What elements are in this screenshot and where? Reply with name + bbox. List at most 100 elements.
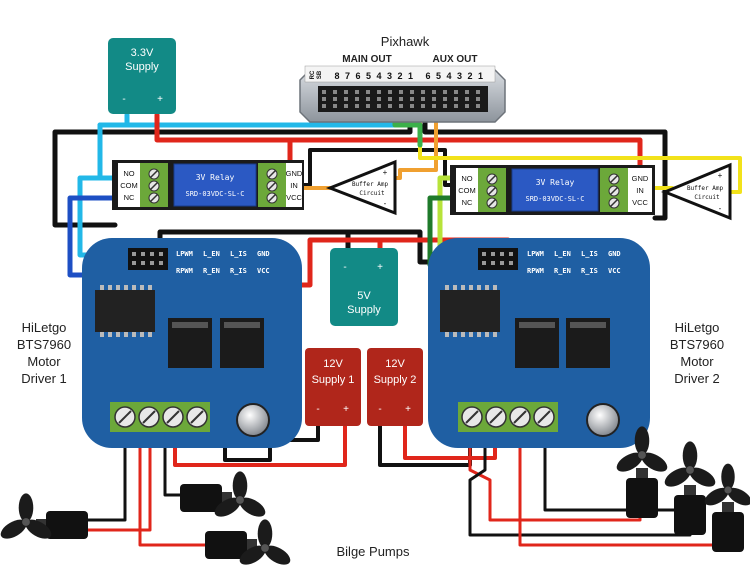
capacitor-icon [586,403,620,437]
header-pin [432,104,436,108]
relay-1-nc: NC [124,193,135,202]
supply-12v-1-line2: Supply 1 [312,374,355,386]
relay-2-in: IN [636,186,644,195]
header-pin [344,97,348,101]
header-pin [366,97,370,101]
driver-pin-label: R_IS [230,267,247,275]
header-pin [141,252,145,256]
header-pin [132,252,136,256]
driver-1-label-line4: Driver 1 [21,371,67,386]
relay-1-title: 3V Relay [196,173,235,182]
header-pin [500,252,504,256]
supply-12v-2-minus: - [378,404,381,415]
screw-terminal-icon [266,168,278,180]
screw-terminal-icon [486,197,498,209]
driver-pin-label: R_EN [554,267,571,275]
pump-icon [205,531,257,559]
wire-black-5v [157,229,351,257]
pump-icon [674,485,706,535]
header-pin [388,104,392,108]
driver-2-label: HiLetgo BTS7960 Motor Driver 2 [670,320,724,386]
capacitor-icon [236,403,270,437]
pixhawk-title: Pixhawk [381,34,430,49]
header-pin [432,90,436,94]
relay-1-body [173,163,257,207]
wire-pump-l4 [138,428,207,547]
aux-pin-label: 5 [436,71,441,81]
buffer-1-line2: Circuit [359,190,385,197]
header-pin [377,97,381,101]
header-pin [355,90,359,94]
propeller-icon [616,426,668,472]
driver-1-label-line1: HiLetgo [22,320,67,335]
relay-2-nc: NC [462,198,473,207]
header-pin [421,90,425,94]
header-pin [454,97,458,101]
screw-terminal-icon [608,197,620,209]
header-pin [388,90,392,94]
aux-pin-label: 1 [478,71,483,81]
screw-terminal-icon [461,406,483,428]
header-pin [399,104,403,108]
supply-5v-line1: 5V [357,290,371,302]
header-pin [476,104,480,108]
screw-terminal-icon [533,406,555,428]
header-pin [465,97,469,101]
buffer-1-plus: + [383,168,388,177]
header-pin [344,90,348,94]
header-pin [476,90,480,94]
header-pin [500,261,504,265]
header-pin [410,104,414,108]
wire-pump-l1 [83,428,127,522]
header-pin [509,261,513,265]
screw-terminal-icon [138,406,160,428]
supply-3v3-minus: - [122,94,125,105]
supply-5v-plus: + [377,262,383,273]
header-pin [421,104,425,108]
wire-black-right [422,107,668,221]
pixhawk-side-label: SB [317,70,323,79]
supply-12v-1-line1: 12V [323,358,343,370]
driver-1-label-line3: Motor [27,354,61,369]
driver-2-label-line1: HiLetgo [675,320,720,335]
driver-pin-label: R_IS [581,267,598,275]
pin-header [478,248,518,270]
screw-terminal-icon [608,173,620,185]
screw-terminal-icon [148,192,160,204]
heatsink-chip-icon [515,318,559,368]
pump-icon [180,484,232,512]
supply-5v-line2: Supply [347,304,381,316]
driver-pin-label: GND [608,250,621,258]
bilge-pumps-label: Bilge Pumps [337,544,410,559]
wire-orange-aux [393,108,438,180]
driver-2-label-line4: Driver 2 [674,371,720,386]
relay-2-vcc: VCC [632,198,648,207]
relay-1: 3V Relay SRD-03VDC-SL-C NO COM NC GND IN… [112,160,304,210]
driver-pin-label: VCC [257,267,270,275]
header-pin [482,261,486,265]
driver-pin-label: R_EN [203,267,220,275]
header-pin [355,104,359,108]
header-pin [159,252,163,256]
propeller-icon [0,493,52,539]
driver-pin-label: L_EN [554,250,571,258]
screw-terminal-icon [485,406,507,428]
driver-1-ic [95,290,155,332]
pin-header [128,248,168,270]
main-pin-label: 1 [408,71,413,81]
screw-terminal-icon [266,192,278,204]
driver-2-label-line3: Motor [680,354,714,369]
aux-pin-label: 3 [457,71,462,81]
driver-pin-label: L_IS [581,250,598,258]
aux-pin-label: 2 [467,71,472,81]
propeller-icon [239,519,291,565]
buffer-2-line1: Buffer Amp [687,185,724,192]
relay-1-in: IN [290,181,298,190]
supply-3v3-line2: Supply [125,61,159,73]
main-pin-label: 3 [387,71,392,81]
main-pin-label: 8 [334,71,339,81]
main-pin-label: 2 [397,71,402,81]
